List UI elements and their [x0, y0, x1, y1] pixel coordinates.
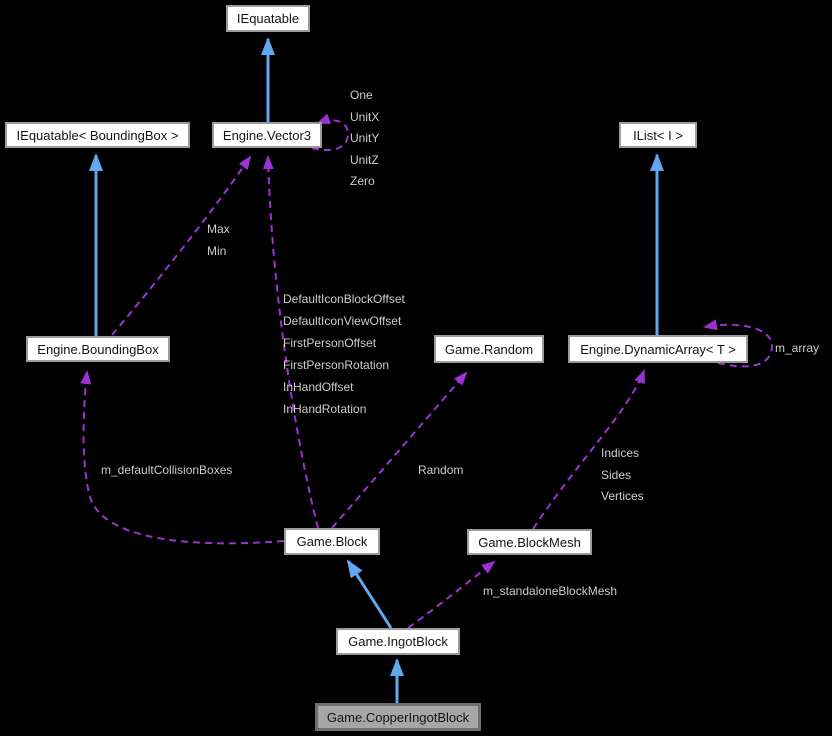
edge-label-line: FirstPersonOffset	[283, 336, 377, 350]
edge-usage-boundingbox-to-vector3-max-min	[111, 155, 252, 336]
edge-label-default-collision-boxes: m_defaultCollisionBoxes	[101, 463, 233, 477]
edge-label-line: FirstPersonRotation	[283, 358, 390, 372]
class-node-engine-vector3[interactable]: Engine.Vector3	[212, 122, 322, 148]
edge-label-line: Sides	[601, 467, 632, 482]
edge-label-random: Random	[418, 463, 464, 477]
class-node-ilist[interactable]: IList< I >	[619, 122, 697, 148]
edge-label-line: InHandRotation	[283, 402, 367, 416]
edge-label-line: UnitY	[350, 131, 380, 145]
edge-label-line: DefaultIconBlockOffset	[283, 292, 405, 306]
edge-inheritance-ingotblock-to-block	[346, 559, 393, 629]
edge-label-blockmesh-members: Indices Sides Vertices	[601, 443, 644, 508]
edge-usage-dynamicarray-self-loop	[703, 319, 774, 368]
edge-usage-block-to-random	[331, 371, 468, 529]
class-node-game-random[interactable]: Game.Random	[434, 335, 544, 363]
class-node-iequatable[interactable]: IEquatable	[226, 5, 310, 32]
edge-label-line: Min	[207, 244, 227, 258]
edge-label-line: Max	[207, 222, 230, 236]
edge-label-line: DefaultIconViewOffset	[283, 314, 402, 328]
edge-usage-block-to-boundingbox-collisionboxes	[80, 370, 285, 545]
edge-label-line: Vertices	[601, 489, 644, 504]
class-node-game-copperingotblock[interactable]: Game.CopperIngotBlock	[315, 703, 481, 731]
edge-label-line: UnitZ	[350, 152, 379, 167]
edge-label-line: One	[350, 88, 373, 102]
edge-usage-block-to-vector3-offsets	[262, 155, 319, 529]
edge-usage-ingotblock-to-blockmesh	[407, 560, 496, 629]
class-node-game-block[interactable]: Game.Block	[284, 528, 380, 555]
edge-label-line: Indices	[601, 446, 640, 460]
edge-label-line: UnitX	[350, 109, 380, 124]
edge-label-line: InHandOffset	[283, 380, 354, 394]
edge-label-standalone-blockmesh: m_standaloneBlockMesh	[483, 584, 618, 598]
class-node-engine-dynamicarray[interactable]: Engine.DynamicArray< T >	[568, 335, 748, 363]
edge-label-max-min: Max Min	[207, 218, 230, 262]
edge-usage-vector3-self-loop	[311, 113, 350, 152]
edge-usage-blockmesh-to-dynamicarray	[532, 369, 645, 530]
class-node-iequatable-boundingbox[interactable]: IEquatable< BoundingBox >	[5, 122, 190, 148]
class-node-game-blockmesh[interactable]: Game.BlockMesh	[467, 529, 592, 555]
edge-label-block-vector3-offsets: DefaultIconBlockOffset DefaultIconViewOf…	[283, 288, 405, 420]
edge-label-m-array: m_array	[775, 341, 820, 355]
edge-label-line: Zero	[350, 174, 375, 188]
class-node-engine-boundingbox[interactable]: Engine.BoundingBox	[26, 336, 170, 362]
edge-label-vector3-statics: One UnitX UnitY UnitZ Zero	[350, 85, 379, 193]
class-node-game-ingotblock[interactable]: Game.IngotBlock	[336, 628, 460, 655]
